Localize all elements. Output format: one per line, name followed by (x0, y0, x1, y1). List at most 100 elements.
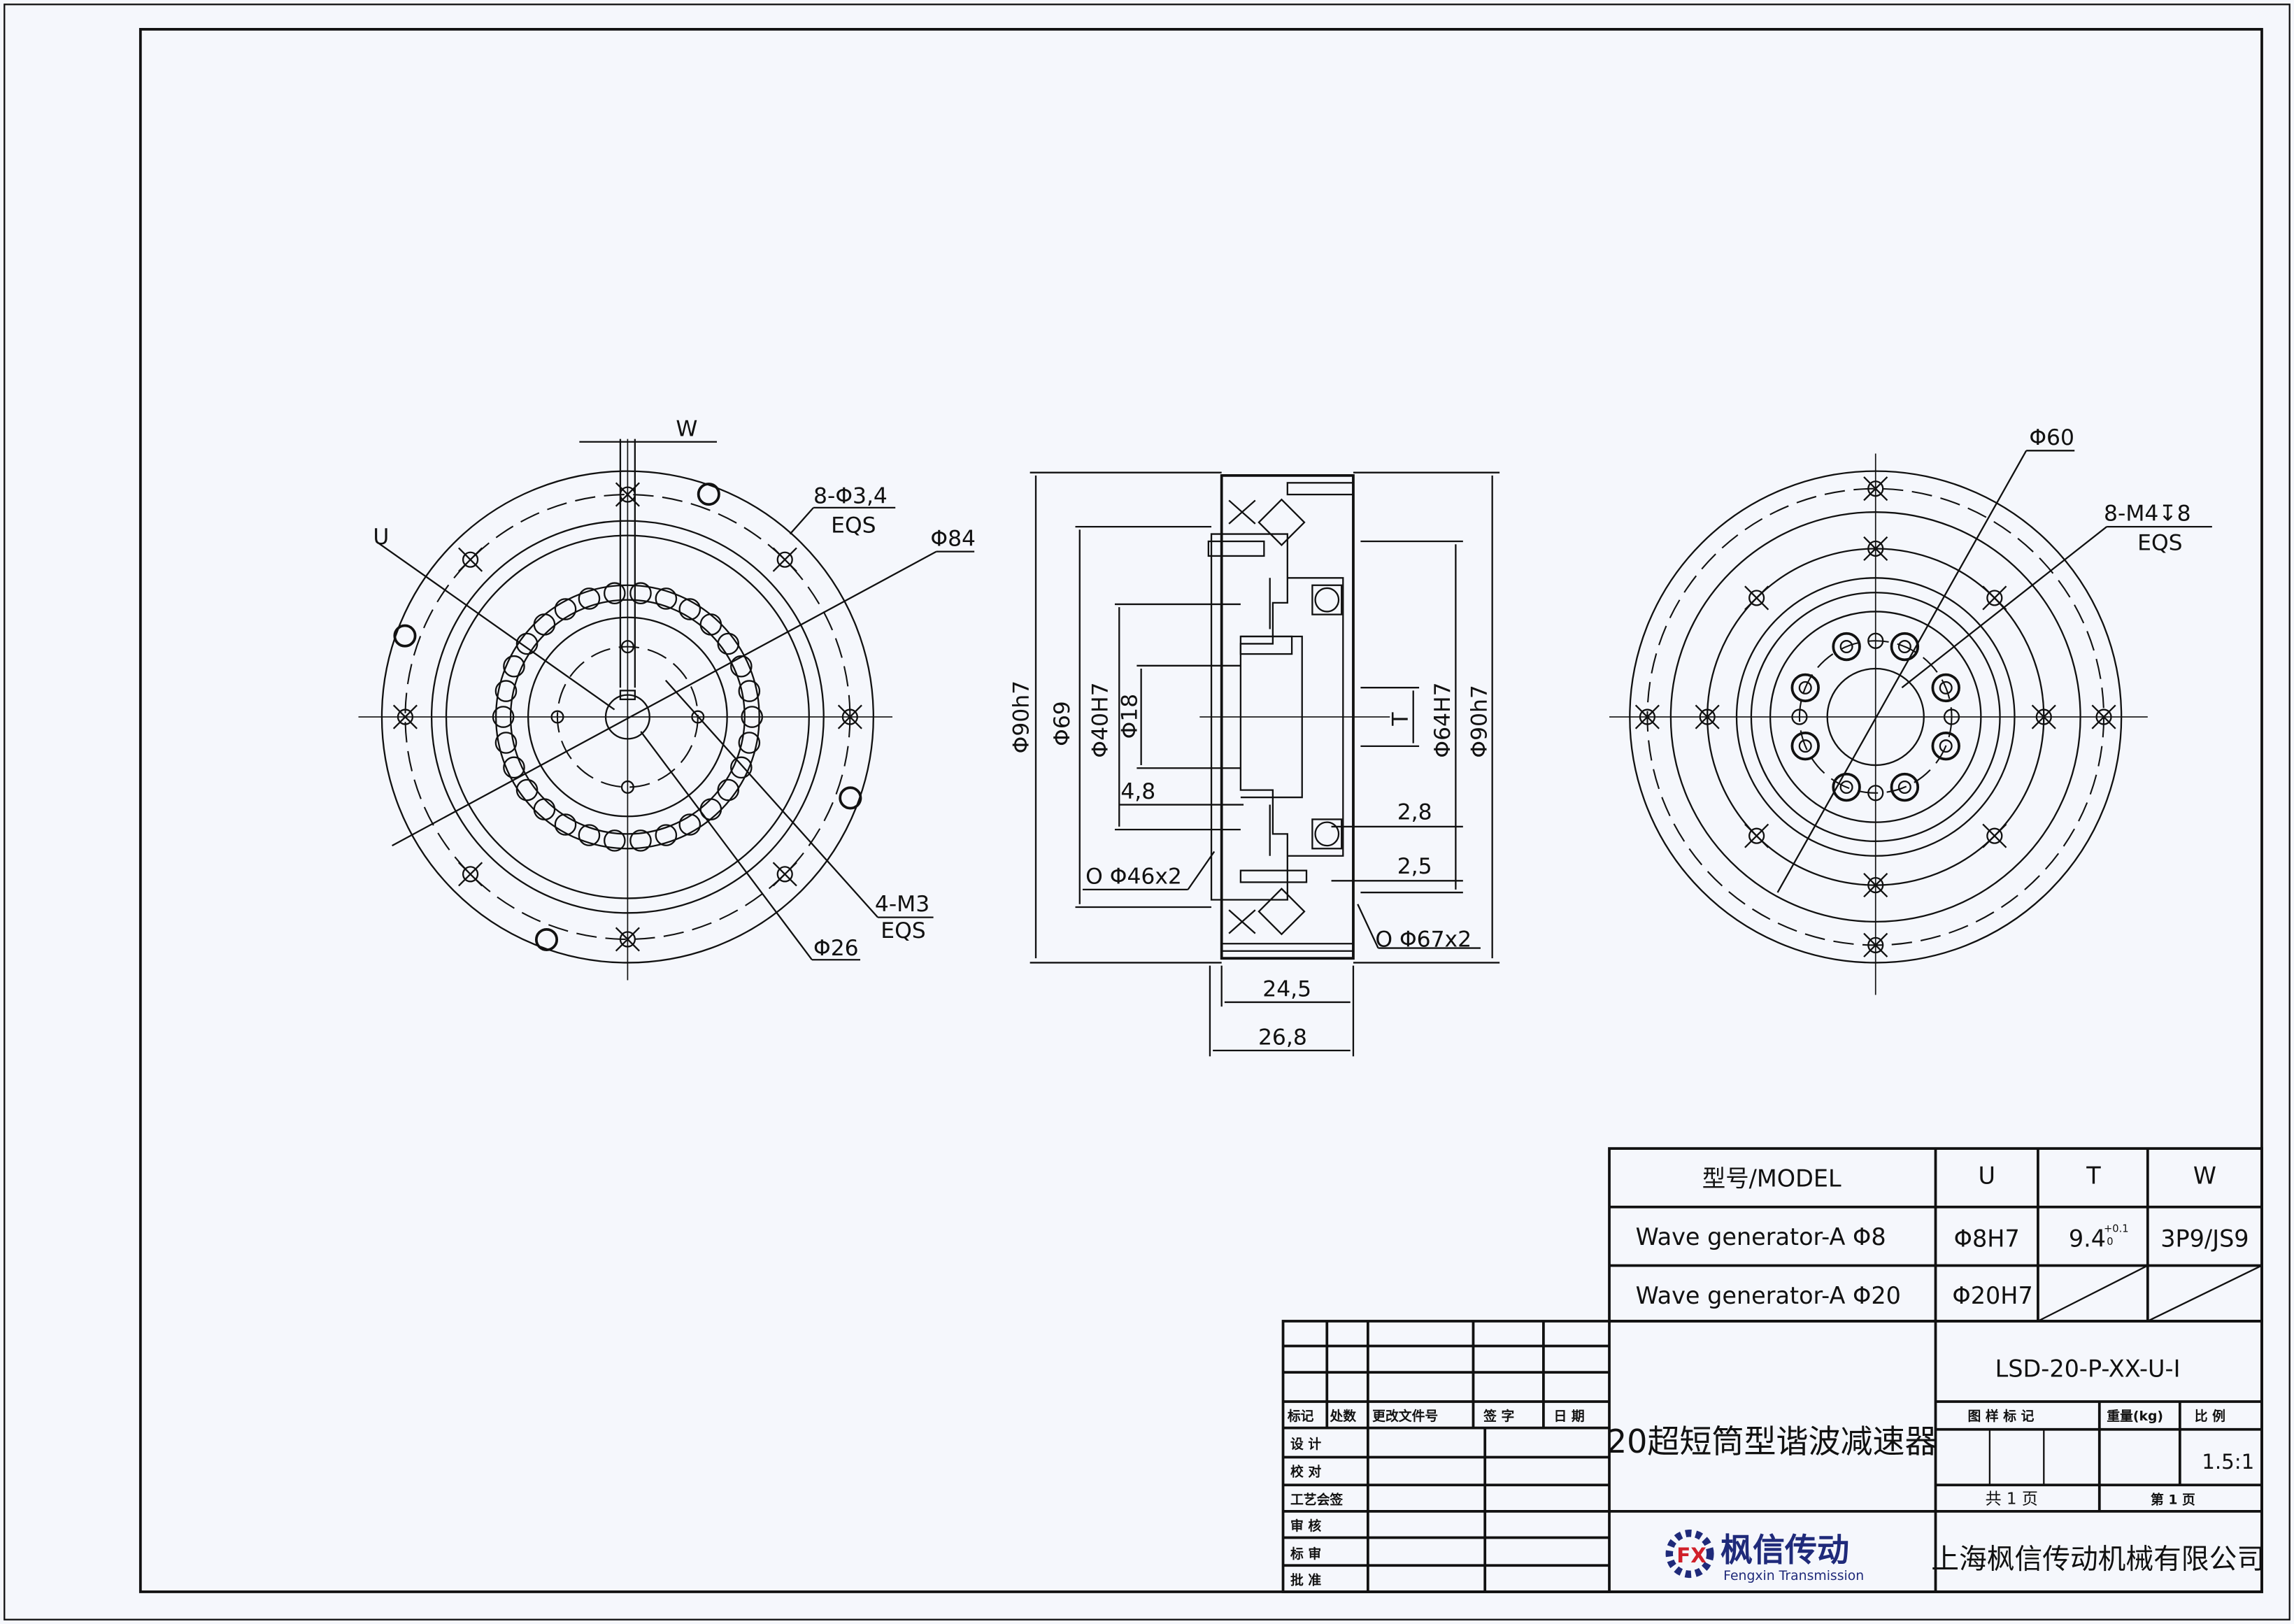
mounting-hole (776, 551, 793, 568)
m3-hole (620, 640, 634, 654)
label-d40h7: Φ40H7 (1088, 682, 1113, 757)
roller (533, 798, 556, 820)
label-m3: 4-M3 (875, 892, 929, 917)
company-logo: FX 枫信传动 Fengxin Transmission (1665, 1530, 1864, 1583)
part-code: LSD-20-P-XX-U-I (1995, 1355, 2181, 1382)
m4-hole (1832, 772, 1861, 802)
header-t: T (2086, 1162, 2101, 1189)
label-len268: 26,8 (1258, 1025, 1307, 1050)
mounting-hole-mark (458, 547, 483, 572)
row1-u: Φ8H7 (1954, 1225, 2020, 1252)
label-d26: Φ26 (813, 936, 859, 961)
mounting-hole (841, 708, 858, 725)
flange-hole (2095, 708, 2112, 725)
sign-review: 审 核 (1290, 1518, 1321, 1534)
roller (503, 655, 525, 678)
bearing-rollers (492, 582, 763, 852)
row2-model: Wave generator-A Φ20 (1636, 1282, 1901, 1309)
mounting-hole-mark (458, 862, 483, 887)
mounting-hole (462, 866, 479, 883)
outer-hole (1867, 540, 1884, 557)
m4-hole-inner (1897, 640, 1911, 654)
m4-hole-inner (1839, 640, 1853, 654)
rev-header-sign: 签 字 (1483, 1408, 1514, 1424)
pin-hole (1867, 632, 1884, 649)
outer-hole (1748, 827, 1765, 844)
label-w: W (676, 416, 697, 441)
roller (494, 732, 518, 754)
pin-hole (1791, 708, 1808, 725)
roller (604, 582, 626, 604)
scale-value: 1.5:1 (2202, 1450, 2254, 1474)
roller (738, 680, 761, 702)
label-u: U (373, 525, 389, 550)
drawing-title: 20超短筒型谐波减速器 (1606, 1423, 1937, 1460)
m4-hole-inner (1939, 681, 1953, 695)
outer-hole (1986, 590, 2003, 606)
m4-hole (1931, 731, 1960, 761)
m4-hole (1790, 673, 1820, 703)
flange-hole-mark (1863, 932, 1888, 957)
outer-hole (1986, 827, 2003, 844)
header-w: W (2193, 1162, 2216, 1189)
sample-mark-label: 图 样 标 记 (1968, 1408, 2035, 1424)
label-d90h7-left: Φ90h7 (1009, 681, 1034, 753)
row1-t-tol-lower: 0 (2107, 1236, 2113, 1248)
roller (678, 813, 701, 836)
roller (494, 680, 518, 702)
gear-icon (1665, 1530, 1714, 1579)
row1-model: Wave generator-A Φ8 (1636, 1223, 1886, 1251)
pin-hole (1943, 708, 1960, 725)
m3-hole (691, 710, 705, 724)
m4-hole (1931, 673, 1960, 703)
outer-hole-mark (1744, 585, 1769, 611)
tapped-hole (839, 786, 862, 810)
label-d84: Φ84 (930, 526, 976, 551)
m3-hole (550, 710, 564, 724)
roller (578, 587, 601, 610)
flange-hole (1867, 936, 1884, 953)
outer-hole (1748, 590, 1765, 606)
roller (717, 632, 740, 655)
outer-hole-mark (1863, 873, 1888, 898)
pin-hole (1867, 785, 1884, 802)
header-model: 型号/MODEL (1702, 1165, 1841, 1192)
sign-process: 工艺会签 (1290, 1491, 1343, 1507)
row1-w: 3P9/JS9 (2160, 1225, 2249, 1252)
sign-standard: 标 审 (1290, 1546, 1321, 1562)
label-m4: 8-M4↧8 (2104, 501, 2191, 527)
tapped-hole (534, 927, 559, 951)
m4-hole (1890, 632, 1920, 662)
weight-label: 重量(kg) (2107, 1409, 2163, 1424)
total-pages: 共 1 页 (1986, 1490, 2038, 1508)
outer-hole-mark (1863, 536, 1888, 562)
sign-check: 校 对 (1290, 1464, 1321, 1480)
flange-hole-mark (2091, 704, 2116, 729)
front-view: W U 8-Φ3,4 EQS Φ84 4-M3 EQS Φ26 (358, 416, 976, 981)
label-d60: Φ60 (2029, 425, 2074, 450)
rev-header-docno: 更改文件号 (1372, 1408, 1438, 1424)
roller (699, 798, 722, 820)
m4-hole (1832, 632, 1861, 662)
label-d69: Φ69 (1050, 701, 1075, 746)
label-len48: 4,8 (1120, 779, 1155, 804)
label-oring67: O Φ67x2 (1375, 927, 1472, 952)
label-m3-eqs: EQS (881, 918, 925, 943)
header-u: U (1978, 1162, 1995, 1189)
flange-hole (1867, 480, 1884, 497)
rev-header-date: 日 期 (1554, 1409, 1585, 1424)
mounting-hole-mark (772, 547, 797, 572)
roller (629, 582, 652, 604)
outer-hole-mark (1744, 823, 1769, 848)
rear-holes (1634, 476, 2116, 957)
outer-hole-mark (1982, 585, 2007, 611)
mounting-hole (619, 931, 636, 948)
page-number: 第 1 页 (2151, 1491, 2195, 1507)
outer-hole (2035, 708, 2052, 725)
mounting-hole (397, 708, 414, 725)
m3-hole (620, 780, 634, 794)
mounting-hole-mark (615, 927, 640, 952)
label-d18: Φ18 (1117, 694, 1142, 739)
section-view: Φ90h7 Φ69 Φ40H7 Φ18 4,8 O Φ46x2 T Φ64H7 … (1009, 471, 1500, 1057)
drawing-frame (138, 27, 2263, 1593)
